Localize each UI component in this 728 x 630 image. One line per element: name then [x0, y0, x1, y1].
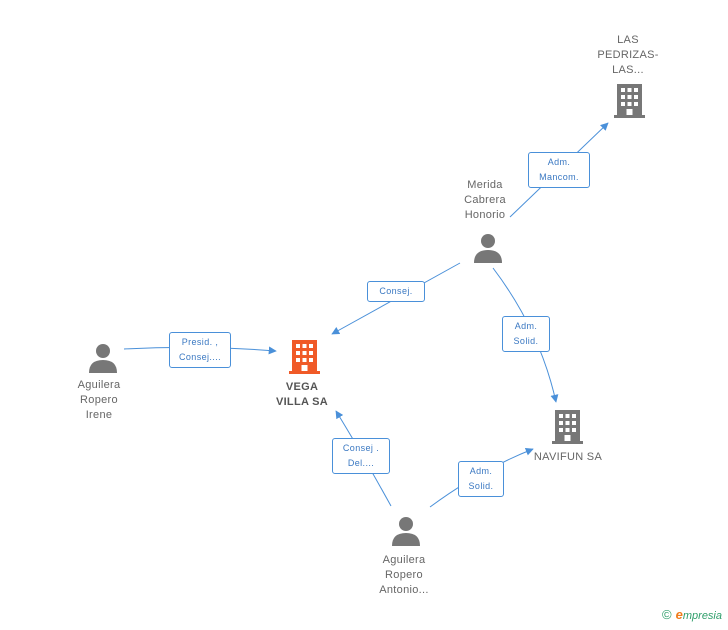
edge-label-line: Consej.: [379, 286, 413, 296]
node-label-line: LAS...: [612, 64, 644, 76]
edge-label-line: Adm.: [547, 157, 571, 167]
node-label-aguilera-antonio[interactable]: Aguilera Ropero Antonio...: [362, 553, 446, 598]
node-label-las-pedrizas[interactable]: LAS PEDRIZAS- LAS...: [590, 33, 666, 78]
edge-label-line: Consej .: [342, 443, 380, 453]
edge-label-line: Solid.: [468, 481, 494, 491]
node-label-vega-villa[interactable]: VEGA VILLA SA: [262, 380, 342, 410]
edge-label-adm-mancom[interactable]: Adm. Mancom.: [528, 152, 590, 188]
node-label-line: LAS: [617, 34, 639, 46]
node-label-line: Ropero: [80, 394, 118, 406]
node-label-merida[interactable]: Merida Cabrera Honorio: [448, 178, 522, 223]
person-icon: [392, 517, 420, 546]
node-label-line: Aguilera: [77, 379, 121, 391]
person-icon: [89, 344, 117, 373]
node-label-line: VEGA: [285, 381, 319, 393]
edge-label-consej-del[interactable]: Consej . Del....: [332, 438, 390, 474]
building-icon: [289, 340, 320, 374]
edge-label-line: Solid.: [513, 336, 539, 346]
node-label-line: Aguilera: [382, 554, 426, 566]
node-label-navifun[interactable]: NAVIFUN SA: [520, 450, 616, 465]
edge-label-line: Presid. ,: [181, 337, 219, 347]
edge-label-line: Mancom.: [539, 172, 579, 182]
building-icon: [552, 410, 583, 444]
person-icon: [474, 234, 502, 263]
node-label-line: NAVIFUN SA: [533, 451, 603, 463]
brand-name: mpresia: [682, 610, 722, 622]
node-label-line: Ropero: [385, 569, 423, 581]
node-label-line: Merida: [467, 179, 503, 191]
node-label-line: Cabrera: [464, 194, 506, 206]
edge-label-line: Adm.: [514, 321, 538, 331]
node-label-line: Irene: [85, 409, 113, 421]
node-label-line: Antonio...: [379, 584, 429, 596]
copyright-symbol: ©: [662, 607, 672, 622]
node-label-line: PEDRIZAS-: [597, 49, 659, 61]
edge-label-line: Adm.: [469, 466, 493, 476]
node-label-aguilera-irene[interactable]: Aguilera Ropero Irene: [62, 378, 136, 423]
node-label-line: Honorio: [464, 209, 506, 221]
edge-label-adm-solid-antonio[interactable]: Adm. Solid.: [458, 461, 504, 497]
node-label-line: VILLA SA: [275, 396, 329, 408]
brand-logo: empresia: [676, 607, 722, 622]
edge-label-consej[interactable]: Consej.: [367, 281, 425, 302]
edge-label-line: Consej....: [178, 352, 222, 362]
edge-label-adm-solid-merida[interactable]: Adm. Solid.: [502, 316, 550, 352]
brand-initial: e: [675, 607, 683, 622]
edge-label-presid-consej[interactable]: Presid. , Consej....: [169, 332, 231, 368]
building-icon: [614, 84, 645, 118]
footer-watermark: © empresia: [662, 607, 722, 622]
edge-label-line: Del....: [347, 458, 375, 468]
